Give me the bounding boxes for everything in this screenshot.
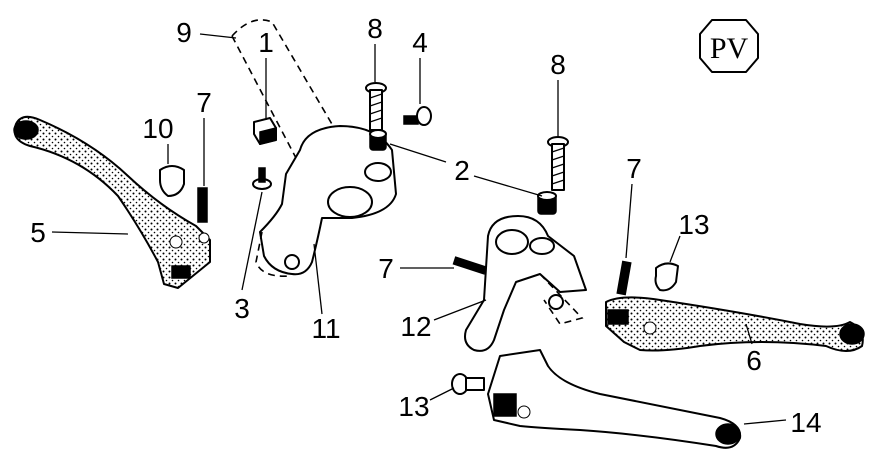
part-8-bolt-left [365, 82, 387, 131]
callout-7-left: 7 [196, 87, 212, 118]
callout-8-right: 8 [550, 49, 566, 80]
part-12-screw [451, 373, 485, 395]
part-2-bushing-left [369, 129, 387, 151]
part-7-pin-center [452, 256, 488, 275]
part-7-pin-left [197, 187, 208, 223]
callout-4: 4 [412, 27, 428, 58]
callout-7-right: 7 [626, 153, 642, 184]
callout-2: 2 [454, 155, 470, 186]
callout-labels: 9 1 8 4 8 2 7 10 5 3 11 7 12 7 13 6 13 1… [30, 13, 821, 438]
part-13-cap-right [654, 262, 679, 292]
callout-12: 13 [398, 391, 429, 422]
callout-14: 14 [790, 407, 821, 438]
part-1-square-nut [253, 117, 277, 145]
callout-5: 5 [30, 217, 46, 248]
callout-10: 11 [311, 313, 340, 344]
part-3-screw [252, 167, 272, 190]
logo-text: PV [710, 32, 749, 65]
leader-lines [51, 33, 787, 425]
callout-3: 3 [234, 293, 250, 324]
part-5-left-lever [13, 115, 211, 289]
callout-13-left: 10 [142, 113, 173, 144]
callout-7-center: 7 [378, 253, 394, 284]
part-9-handlebar-tube [231, 19, 347, 159]
logo-seal: PV [699, 19, 759, 73]
callout-6: 6 [746, 345, 762, 376]
part-8-bolt-right [547, 136, 569, 191]
part-13-cap-left [159, 165, 185, 197]
part-11-right-bracket [464, 215, 587, 352]
part-6-right-lever [605, 296, 865, 352]
part-2-bushing-right [537, 191, 557, 215]
part-10-left-bracket [255, 125, 397, 278]
callout-11: 12 [400, 311, 431, 342]
callout-13-right: 13 [678, 209, 709, 240]
part-14-bottom-lever [487, 349, 742, 449]
callout-9: 9 [176, 17, 192, 48]
callout-1: 1 [258, 27, 274, 58]
part-4-adjuster [403, 106, 432, 126]
part-7-pin-right [616, 260, 632, 296]
callout-8-left: 8 [367, 13, 383, 44]
